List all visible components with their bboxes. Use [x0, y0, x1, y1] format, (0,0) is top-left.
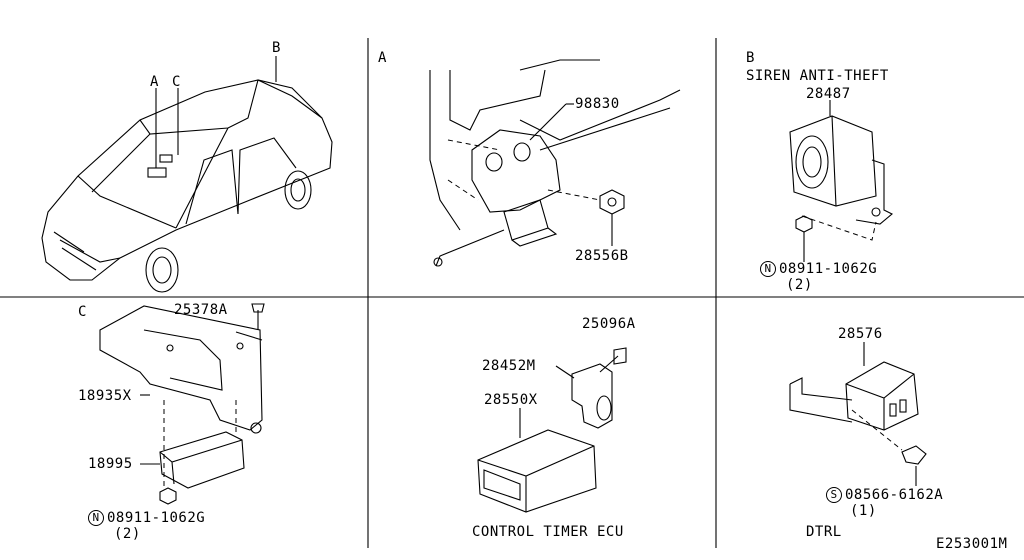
callout-c: C: [172, 74, 181, 90]
panel-grid: [0, 38, 1024, 548]
part-98830: 98830: [575, 96, 620, 112]
panel-a-illustration: [429, 59, 681, 267]
part-28452m: 28452M: [482, 358, 536, 374]
part-28487: 28487: [806, 86, 851, 102]
part-28550x: 28550X: [484, 392, 538, 408]
callout-b: B: [272, 40, 281, 56]
panel-dtrl-illustration: [789, 342, 927, 486]
part-25378a: 25378A: [174, 302, 228, 318]
panel-b-illustration: [789, 100, 893, 262]
panel-c-title: C: [78, 304, 87, 320]
siren-caption: SIREN ANTI-THEFT: [746, 68, 889, 84]
panel-a-title: A: [378, 50, 387, 66]
qty-dtrl: (1): [850, 503, 877, 519]
part-28556b: 28556B: [575, 248, 629, 264]
n-symbol-icon: N: [88, 510, 104, 526]
panel-ecu-illustration: [477, 347, 627, 513]
part-28576: 28576: [838, 326, 883, 342]
n-symbol-icon: N: [760, 261, 776, 277]
panel-b-title: B: [746, 50, 755, 66]
dtrl-caption: DTRL: [806, 524, 842, 540]
s-symbol-icon: S: [826, 487, 842, 503]
part-25096a: 25096A: [582, 316, 636, 332]
panel-c-illustration: [99, 303, 265, 505]
part-18935x: 18935X: [78, 388, 132, 404]
qty-c: (2): [114, 526, 141, 542]
part-18995: 18995: [88, 456, 133, 472]
ecu-caption: CONTROL TIMER ECU: [472, 524, 624, 540]
car-illustration: [41, 56, 333, 293]
diagram-id: E253001M: [936, 536, 1008, 552]
callout-a: A: [150, 74, 159, 90]
qty-b: (2): [786, 277, 813, 293]
